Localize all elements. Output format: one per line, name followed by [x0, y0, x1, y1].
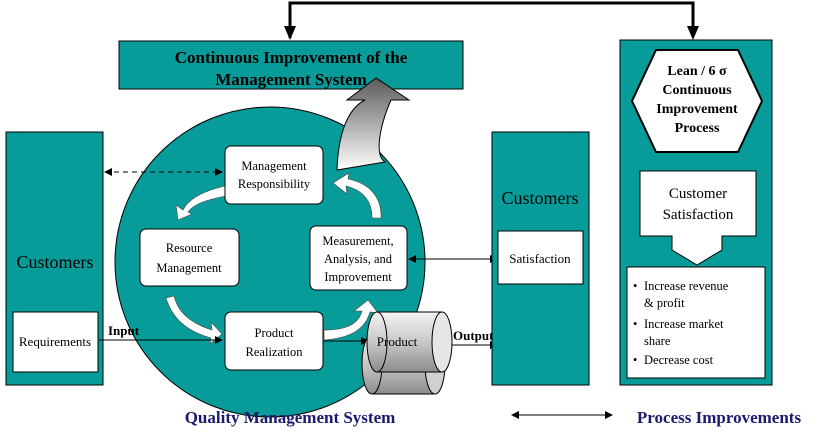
requirements-box [12, 311, 99, 373]
bullet-dot-2: • [633, 317, 637, 331]
cycle-arrow-to-measurement [323, 299, 379, 341]
resource-management-box: Resource Management [139, 228, 240, 287]
output-label: Output [453, 328, 494, 343]
top-banner: Continuous Improvement of the Management… [118, 40, 464, 90]
lean-six-sigma-hexagon [630, 49, 764, 153]
benefit-1-line1: Increase revenue [644, 279, 729, 293]
improvement-up-arrow [336, 77, 411, 171]
hex-line2: Continuous [662, 83, 732, 98]
cycle-arrow-to-resource [175, 185, 227, 221]
benefit-3-line1: Decrease cost [644, 353, 714, 367]
measurement-label-line3: Improvement [324, 270, 392, 284]
process-improvements-caption: Process Improvements [637, 408, 802, 427]
cycle-arrow-to-management [332, 172, 382, 219]
product-cylinder: Product [361, 311, 453, 395]
benefit-1-line2: & profit [644, 296, 685, 310]
satisfaction-label: Satisfaction [509, 251, 571, 266]
management-responsibility-box: Management Responsibility [224, 145, 324, 205]
satisfaction-box [497, 230, 584, 285]
bullet-dot-3: • [633, 353, 637, 367]
cycle-arrow-to-realization [165, 295, 223, 345]
realization-label-line2: Realization [246, 345, 304, 359]
left-customers-column: Customers Requirements [5, 131, 104, 386]
measurement-label-line2: Analysis, and [324, 252, 393, 266]
right-customers-column: Customers Satisfaction [491, 131, 590, 386]
top-feedback-connector [284, 1, 699, 40]
qms-caption: Quality Management System [185, 408, 396, 427]
product-realization-box: Product Realization [224, 311, 324, 371]
right-customers-title: Customers [501, 188, 578, 208]
benefits-list-box [626, 266, 766, 379]
bullet-dot-1: • [633, 279, 637, 293]
input-label: Input [108, 323, 140, 338]
hex-line1: Lean / 6 σ [667, 64, 727, 79]
product-label: Product [377, 334, 418, 349]
management-label-line2: Responsibility [238, 177, 311, 191]
banner-title-line1: Continuous Improvement of the [175, 48, 408, 67]
process-improvement-panel: Lean / 6 σ Continuous Improvement Proces… [619, 39, 773, 386]
left-customers-title: Customers [16, 252, 93, 272]
hex-line3: Improvement [656, 102, 738, 117]
resource-label-line2: Management [156, 261, 222, 275]
requirements-label: Requirements [19, 334, 91, 349]
measurement-label-line1: Measurement, [322, 234, 393, 248]
realization-label-line1: Product [255, 326, 294, 340]
customer-satisfaction-callout [639, 170, 757, 266]
management-label-line1: Management [241, 159, 307, 173]
callout-line1: Customer [669, 186, 727, 202]
resource-label-line1: Resource [166, 241, 213, 255]
measurement-box: Measurement, Analysis, and Improvement [309, 225, 408, 291]
banner-title-line2: Management System [215, 70, 367, 89]
cycle-arrows [165, 172, 382, 345]
benefit-2-line1: Increase market [644, 317, 724, 331]
benefit-2-line2: share [644, 334, 671, 348]
hex-line4: Process [675, 121, 720, 136]
callout-line2: Satisfaction [663, 207, 734, 223]
